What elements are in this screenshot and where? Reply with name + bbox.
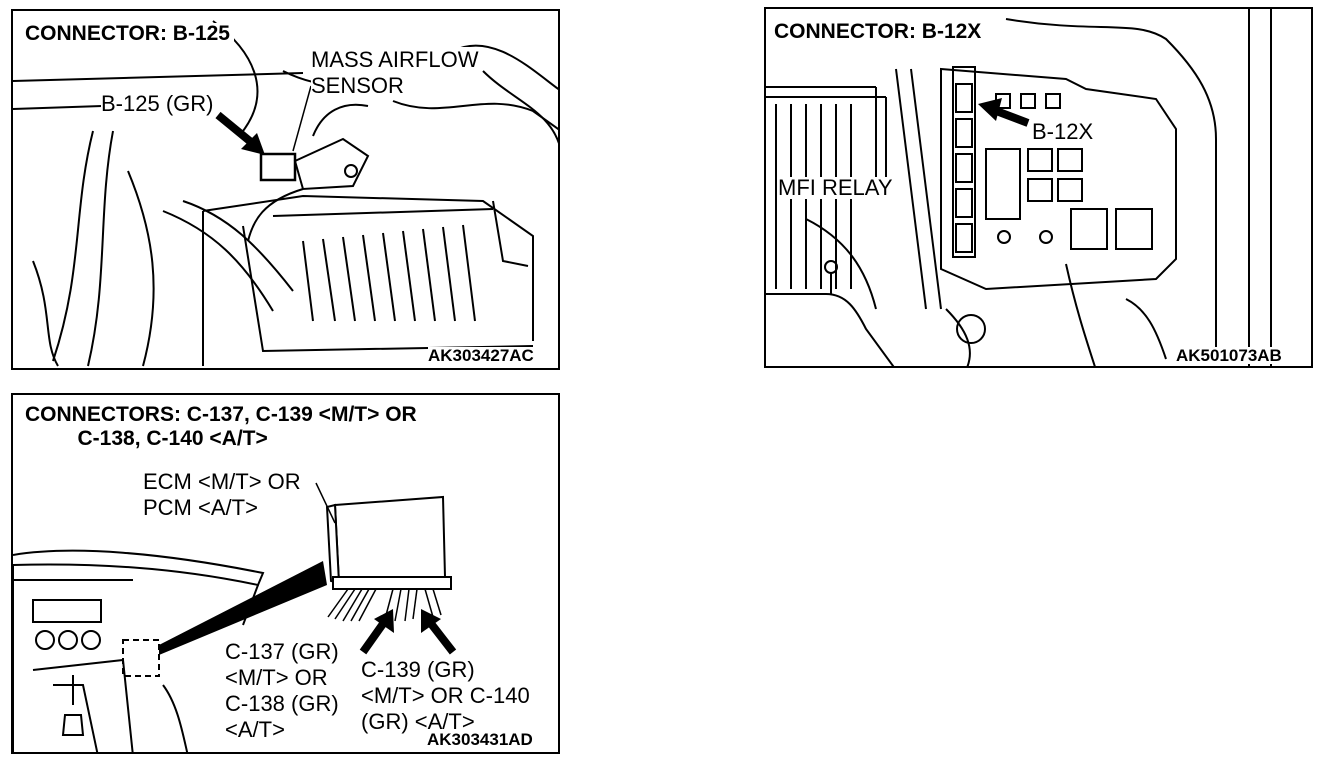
right-connector-label: C-139 (GR) <M/T> OR C-140 (GR) <A/T> <box>361 657 530 734</box>
left-connector-label: C-137 (GR) <M/T> OR C-138 (GR) <A/T> <box>225 639 339 742</box>
dashboard-ecm-illustration <box>13 482 457 752</box>
module-label: ECM <M/T> OR PCM <A/T> <box>143 469 301 521</box>
panel-title: CONNECTOR: B-12X <box>774 21 986 42</box>
relay-label: MFI RELAY <box>778 175 893 200</box>
engine-bay-illustration <box>13 20 558 367</box>
figure-code: AK303427AC <box>428 346 534 365</box>
panel-title: CONNECTOR: B-125 <box>25 23 234 44</box>
relay-box-illustration <box>766 9 1272 366</box>
panel-c137: CONNECTORS: C-137, C-139 <M/T> OR C-138,… <box>11 393 560 754</box>
connector-label: B-12X <box>1032 119 1094 144</box>
panel-b125: CONNECTOR: B-125 MASS AIRFLOW SENSOR B-1… <box>11 9 560 370</box>
figure-code: AK501073AB <box>1176 346 1282 365</box>
sensor-label: MASS AIRFLOW SENSOR <box>311 47 479 99</box>
panel-title: CONNECTORS: C-137, C-139 <M/T> OR C-138,… <box>25 403 421 451</box>
panel-b12x: CONNECTOR: B-12X MFI RELAY B-12X AK50107… <box>764 7 1313 368</box>
connector-label: B-125 (GR) <box>101 91 214 116</box>
figure-code: AK303431AD <box>427 730 533 749</box>
